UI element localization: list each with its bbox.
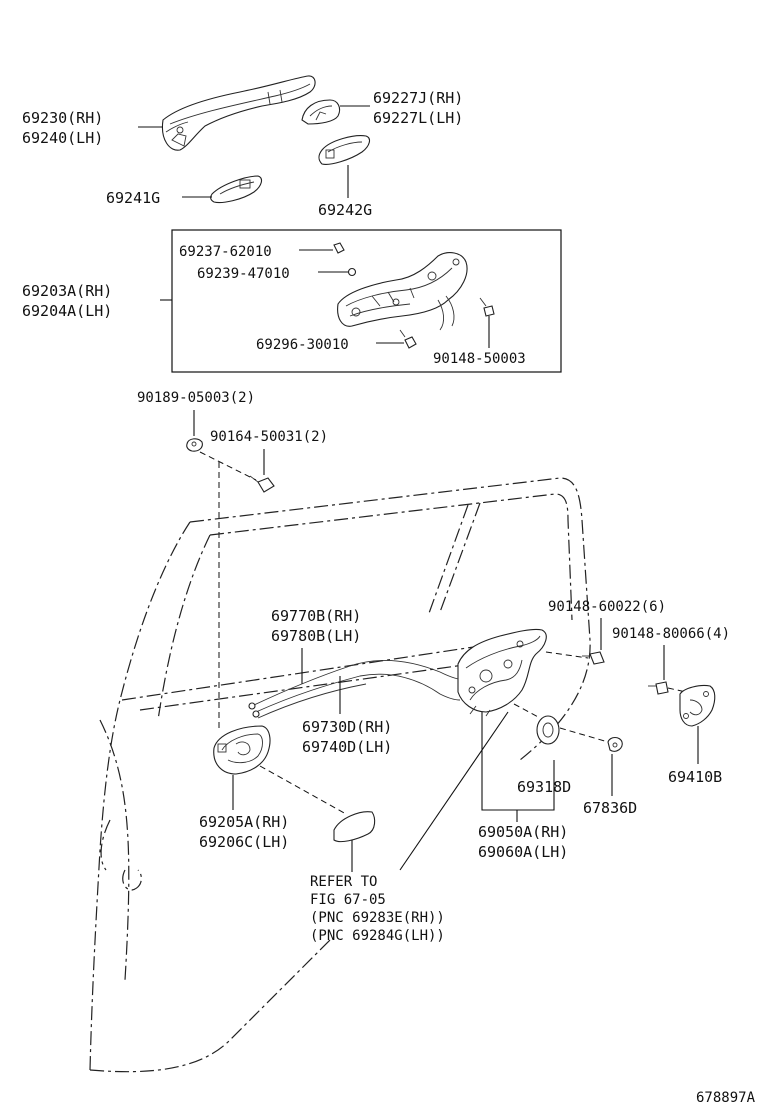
spring-69239 (347, 267, 357, 277)
bolt-69296 (399, 329, 417, 349)
label-69050A: 69050A(RH) (478, 823, 568, 841)
handle-pad-front (210, 175, 263, 204)
label-69770B: 69770B(RH) (271, 607, 361, 625)
label-69242G: 69242G (318, 201, 372, 219)
label-69241G: 69241G (106, 189, 160, 207)
label-90148-60022: 90148-60022(6) (548, 599, 666, 615)
label-90148-50003: 90148-50003 (433, 351, 526, 367)
leader-refer-lock (399, 711, 509, 871)
leader-69050A-bracket (481, 712, 555, 811)
label-69410B: 69410B (668, 768, 722, 786)
rear-door-outline (89, 477, 591, 1073)
striker-69410B (679, 684, 716, 727)
screw-90148-50003 (479, 297, 495, 317)
label-69203A: 69203A(RH) (22, 282, 112, 300)
label-69204A: 69204A(LH) (22, 302, 112, 320)
label-69206C: 69206C(LH) (199, 833, 289, 851)
label-90148-80066: 90148-80066(4) (612, 626, 730, 642)
handle-pad-rear (318, 135, 371, 165)
label-69227J: 69227J(RH) (373, 89, 463, 107)
label-69318D: 69318D (517, 778, 571, 796)
dash-lock-screw (545, 651, 589, 659)
label-69230: 69230(RH) (22, 109, 103, 127)
dash-clip-screw (199, 451, 257, 481)
dash-handle-bezel (259, 765, 347, 815)
handle-cover (301, 99, 341, 125)
handle-frame (337, 252, 468, 331)
screw-90164 (249, 475, 275, 493)
refer-line-2: FIG 67-05 (310, 892, 386, 908)
label-69237: 69237-62010 (179, 244, 272, 260)
label-90189: 90189-05003(2) (137, 390, 255, 406)
handle-frame-box (171, 229, 562, 373)
label-69060A: 69060A(LH) (478, 843, 568, 861)
dash-lock-grommet (513, 703, 541, 719)
refer-line-1: REFER TO (310, 874, 377, 890)
label-90164: 90164-50031(2) (210, 429, 328, 445)
clip-90189 (186, 438, 203, 452)
door-lock-assembly (457, 628, 547, 717)
seal-69237 (333, 242, 345, 254)
label-69740D: 69740D(LH) (302, 738, 392, 756)
dash-grommet-plug (559, 727, 609, 743)
label-69296: 69296-30010 (256, 337, 349, 353)
label-69205A: 69205A(RH) (199, 813, 289, 831)
handle-bezel-reference (333, 811, 376, 843)
label-69730D: 69730D(RH) (302, 718, 392, 736)
label-69239: 69239-47010 (197, 266, 290, 282)
plug-67836D (607, 736, 623, 752)
outside-door-handle (161, 75, 316, 151)
screw-90148-80066 (648, 681, 669, 695)
label-67836D: 67836D (583, 799, 637, 817)
figure-id: 678897A (696, 1090, 756, 1106)
label-69240: 69240(LH) (22, 129, 103, 147)
label-69227L: 69227L(LH) (373, 109, 463, 127)
inside-door-handle (213, 725, 271, 775)
refer-line-4: (PNC 69284G(LH)) (310, 928, 445, 944)
lock-cable (248, 659, 467, 719)
refer-line-3: (PNC 69283E(RH)) (310, 910, 445, 926)
label-69780B: 69780B(LH) (271, 627, 361, 645)
grommet-69318D (536, 715, 560, 745)
screw-90148-60022 (582, 651, 605, 665)
